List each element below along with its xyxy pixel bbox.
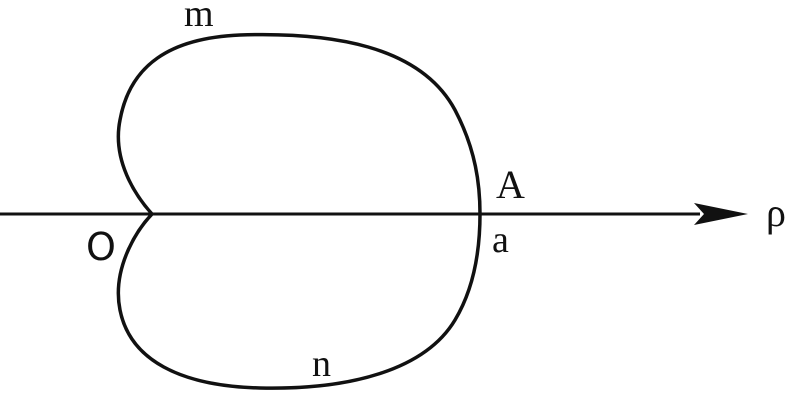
label-m: m	[184, 0, 214, 35]
label-a: a	[492, 219, 509, 261]
label-rho: ρ	[766, 190, 786, 235]
label-A: A	[496, 162, 525, 207]
axis-arrowhead	[694, 203, 748, 225]
label-origin: O	[86, 225, 116, 269]
cardioid-curve	[116, 32, 482, 390]
label-n: n	[312, 343, 331, 385]
